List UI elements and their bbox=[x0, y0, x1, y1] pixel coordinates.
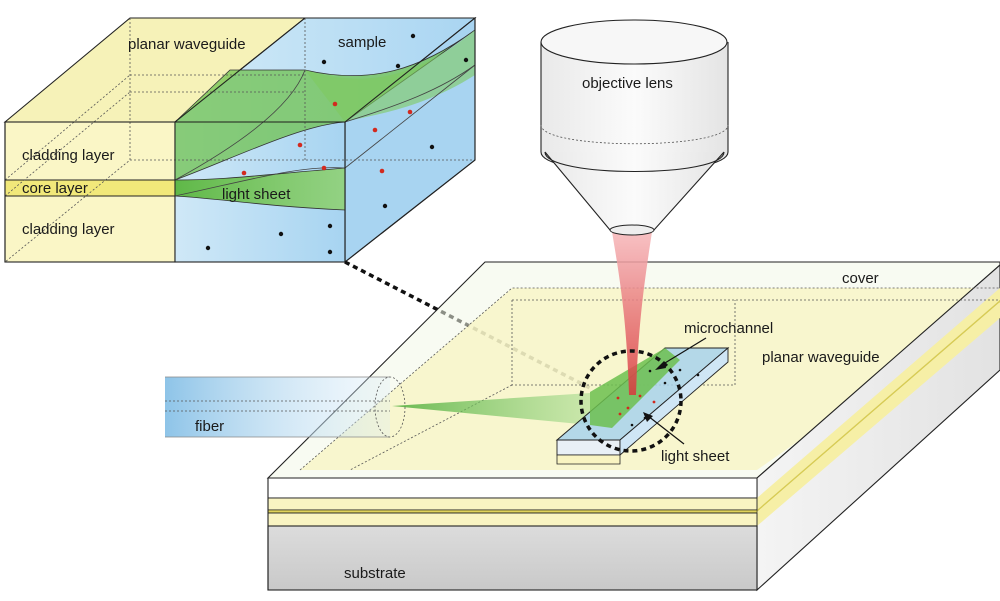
focused-beam bbox=[612, 232, 652, 395]
zoom-circle bbox=[579, 349, 683, 453]
label-planar-waveguide-main: planar waveguide bbox=[762, 349, 880, 366]
inset-waveguide-block: planar waveguide sample cladding layer c… bbox=[3, 16, 477, 264]
chip-core-layer bbox=[267, 509, 758, 514]
inset-excited-particles bbox=[241, 101, 413, 176]
label-light-sheet-inset: light sheet bbox=[222, 186, 291, 203]
light-sheet-arrow bbox=[643, 412, 685, 445]
label-microchannel: microchannel bbox=[684, 320, 773, 337]
chip-front-cover bbox=[267, 477, 758, 499]
label-core-layer: core layer bbox=[22, 180, 88, 197]
fiber-body bbox=[165, 377, 390, 437]
label-cover: cover bbox=[842, 270, 879, 287]
label-sample: sample bbox=[338, 34, 386, 51]
chip-substrate bbox=[267, 525, 758, 591]
microchannel-arrow bbox=[655, 337, 707, 370]
lens-top-ellipse bbox=[540, 19, 728, 65]
objective-lens: objective lens bbox=[540, 19, 729, 236]
excitation-fan bbox=[392, 393, 590, 425]
label-planar-waveguide-inset: planar waveguide bbox=[128, 36, 246, 53]
label-cladding-upper: cladding layer bbox=[22, 147, 115, 164]
label-substrate: substrate bbox=[344, 565, 406, 582]
label-fiber: fiber bbox=[195, 418, 224, 435]
fiber: fiber bbox=[165, 376, 406, 438]
inset-sample-particles bbox=[205, 33, 469, 255]
label-objective-lens: objective lens bbox=[582, 75, 673, 92]
label-light-sheet-main: light sheet bbox=[661, 448, 730, 465]
label-cladding-lower: cladding layer bbox=[22, 221, 115, 238]
